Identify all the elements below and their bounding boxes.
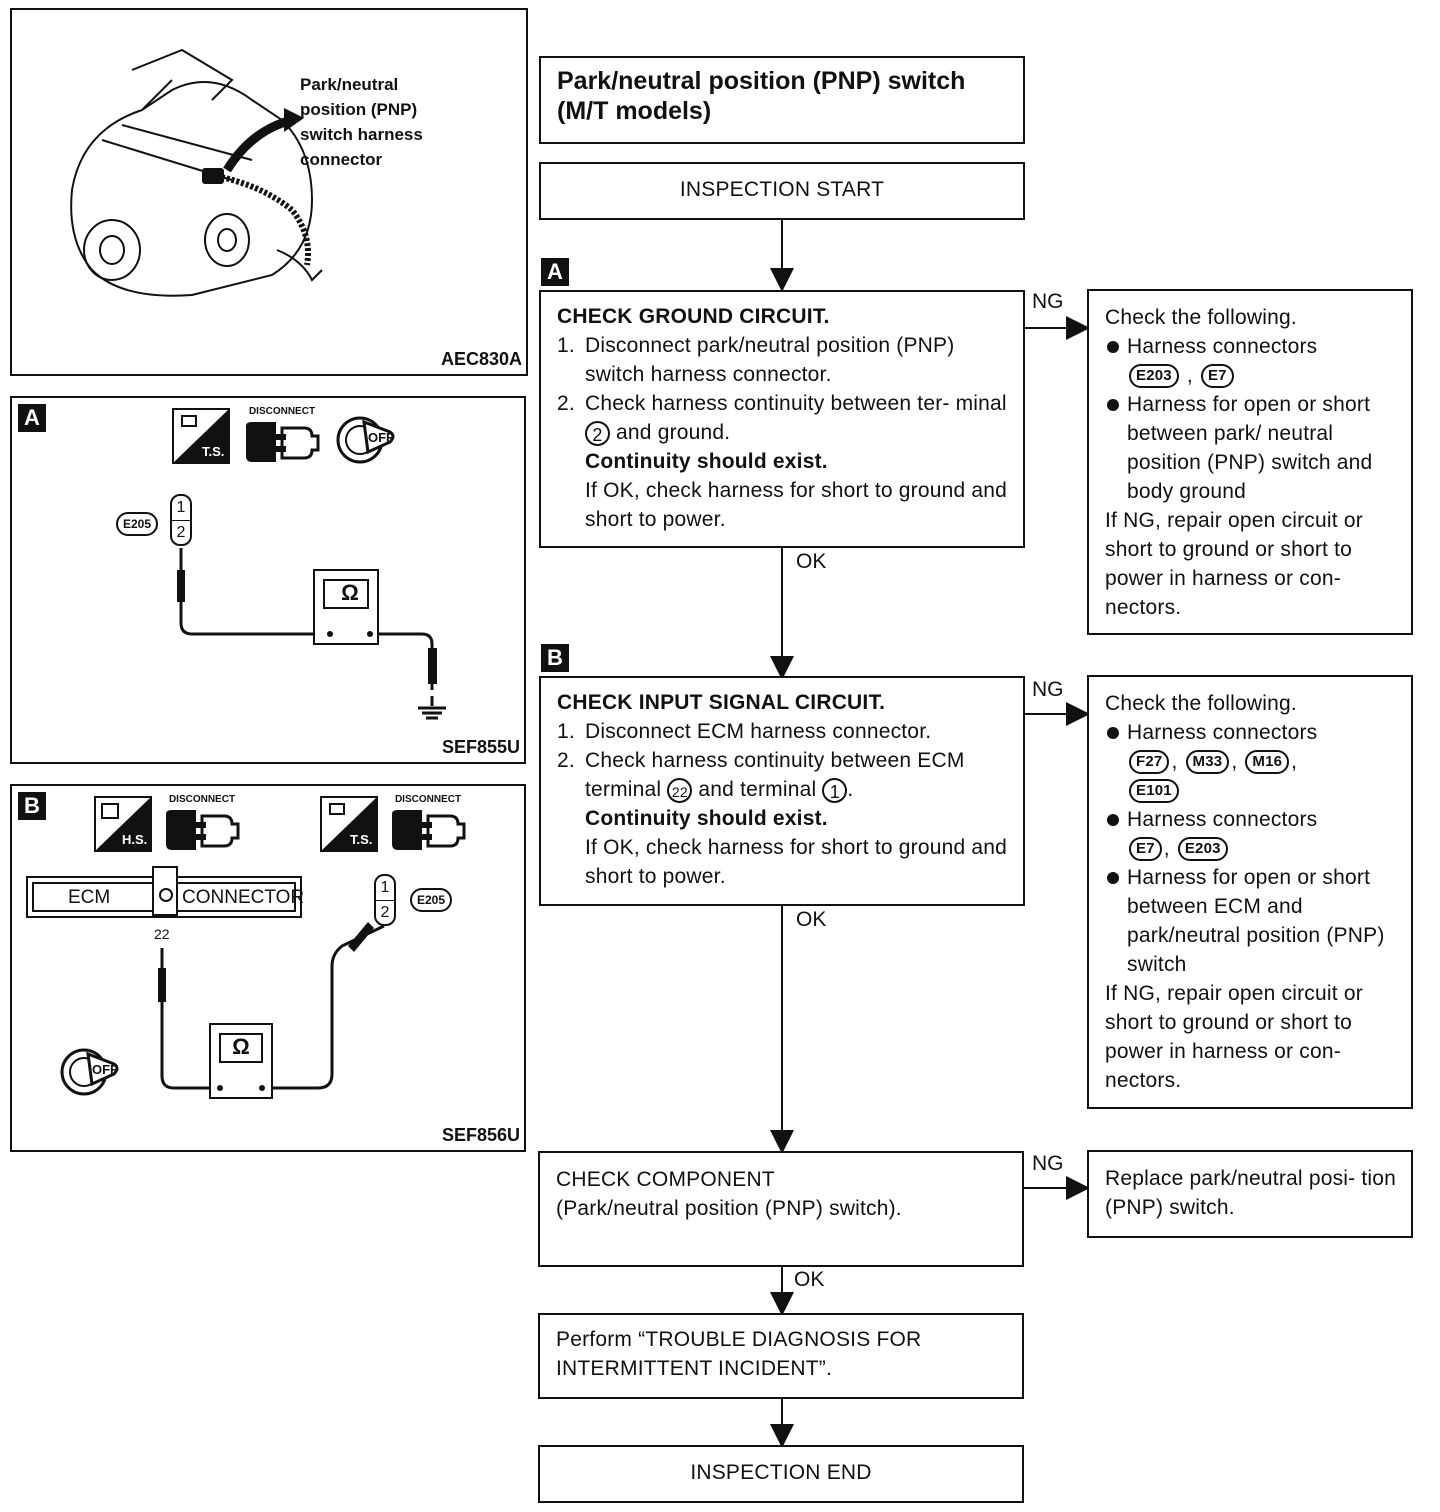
wiring-b: [158, 922, 385, 1099]
connector-e203: E203: [1177, 837, 1228, 862]
ignition-off-icon: OFF: [58, 1044, 124, 1100]
connector-tag-e205: E205: [116, 512, 159, 536]
inspection-start-box: INSPECTION START: [539, 162, 1025, 220]
connector-f27: F27: [1129, 750, 1170, 775]
ok-label-b: OK: [796, 908, 827, 931]
ng-label-a: NG: [1032, 290, 1064, 313]
hs-icon: H.S.: [94, 796, 152, 852]
ignition-off-icon: OFF: [334, 412, 400, 468]
ng-b-bullet-2: Harness connectors E7, E203: [1105, 805, 1401, 863]
pin-connector: 1 2: [374, 874, 396, 926]
step-b-heading: CHECK INPUT SIGNAL CIRCUIT.: [557, 691, 886, 714]
step-b-ok-note: If OK, check harness for short to ground…: [585, 836, 1008, 888]
step-b-item-1: 1.Disconnect ECM harness connector.: [557, 720, 932, 743]
figure-step-a: A T.S. DISCONNECT OFF E205 1 2: [10, 396, 526, 764]
terminal-22-marker: 22: [667, 777, 693, 803]
step-a-item-1: 1.Disconnect park/neutral position (PNP)…: [557, 334, 955, 386]
step-a-heading: CHECK GROUND CIRCUIT.: [557, 305, 830, 328]
ng-b-bullet-3: Harness for open or short between ECM an…: [1105, 863, 1401, 979]
figure-step-b: B H.S. DISCONNECT T.S. DISCONNECT: [10, 784, 526, 1152]
connector-e101: E101: [1129, 779, 1179, 804]
transmission-illustration: [70, 48, 323, 297]
terminal-1-marker: 1: [822, 777, 848, 803]
ng-a-bullet-1: Harness connectors E203 , E7: [1105, 332, 1401, 390]
ts-icon: T.S.: [320, 796, 378, 852]
terminal-2-marker: 2: [585, 420, 610, 446]
replace-switch-text: Replace park/neutral posi- tion (PNP) sw…: [1105, 1167, 1397, 1219]
wiring-a: [177, 548, 446, 720]
inspection-start-label: INSPECTION START: [679, 178, 885, 201]
ng-b-bullet-1: Harness connectors F27, M33, M16, E101: [1105, 718, 1401, 805]
disconnect-icon: DISCONNECT: [162, 794, 242, 854]
step-a-ng-box: Check the following. Harness connectors …: [1087, 289, 1413, 635]
step-b-item-2: 2.Check harness continuity between ECM t…: [557, 749, 965, 803]
ok-label-a: OK: [796, 550, 827, 573]
page-title: Park/neutral position (PNP) switch (M/T …: [557, 67, 966, 125]
figure-engine: Park/neutral position (PNP) switch harne…: [10, 8, 528, 376]
inspection-end-box: INSPECTION END: [538, 1445, 1024, 1503]
connector-e203: E203: [1129, 364, 1179, 389]
connector-e7: E7: [1129, 837, 1162, 862]
ng-a-bullet-2: Harness for open or short between park/ …: [1105, 390, 1401, 506]
figure-code: SEF855U: [441, 737, 520, 757]
connector-e7: E7: [1200, 364, 1234, 389]
connector-m33: M33: [1185, 750, 1230, 775]
ecm-connector: ECM CONNECTOR: [26, 866, 305, 918]
step-a-should: Continuity should exist.: [585, 450, 828, 473]
intermittent-text: Perform “TROUBLE DIAGNOSIS FOR INTERMITT…: [556, 1328, 922, 1380]
ecm-label: ECM: [68, 887, 111, 908]
ok-label-c: OK: [794, 1268, 825, 1291]
step-b-ng-box: Check the following. Harness connectors …: [1087, 675, 1413, 1109]
figure-badge-a: A: [18, 404, 46, 432]
check-component-line2: (Park/neutral position (PNP) switch).: [556, 1197, 902, 1220]
flow-title: Park/neutral position (PNP) switch (M/T …: [539, 56, 1025, 144]
ohmmeter-symbol: Ω: [341, 580, 359, 605]
ohmmeter-symbol: Ω: [232, 1034, 250, 1059]
ng-label-c: NG: [1032, 1152, 1064, 1175]
connector-callout: Park/neutral position (PNP) switch harne…: [300, 75, 423, 169]
step-a-box: CHECK GROUND CIRCUIT. 1.Disconnect park/…: [539, 290, 1025, 548]
ng-b-repair: If NG, repair open circuit or short to g…: [1105, 982, 1363, 1092]
pin-connector: 1 2: [170, 494, 192, 546]
ng-a-repair: If NG, repair open circuit or short to g…: [1105, 509, 1363, 619]
step-badge-b: B: [541, 644, 569, 672]
step-b-box: CHECK INPUT SIGNAL CIRCUIT. 1.Disconnect…: [539, 676, 1025, 906]
step-a-ok-note: If OK, check harness for short to ground…: [585, 479, 1008, 531]
disconnect-icon: DISCONNECT: [388, 794, 468, 854]
replace-switch-box: Replace park/neutral posi- tion (PNP) sw…: [1087, 1150, 1413, 1238]
ng-label-b: NG: [1032, 678, 1064, 701]
intermittent-box: Perform “TROUBLE DIAGNOSIS FOR INTERMITT…: [538, 1313, 1024, 1399]
figure-code: AEC830A: [440, 349, 522, 369]
check-component-line1: CHECK COMPONENT: [556, 1168, 775, 1191]
check-component-box: CHECK COMPONENT (Park/neutral position (…: [538, 1151, 1024, 1267]
step-b-should: Continuity should exist.: [585, 807, 828, 830]
step-a-item-2: 2.Check harness continuity between ter- …: [557, 392, 1007, 446]
connector-tag-e205: E205: [410, 888, 453, 912]
ng-a-intro: Check the following.: [1105, 306, 1297, 329]
inspection-end-label: INSPECTION END: [690, 1461, 872, 1484]
ng-b-intro: Check the following.: [1105, 692, 1297, 715]
connector-label: CONNECTOR: [182, 887, 305, 908]
figure-code: SEF856U: [441, 1125, 520, 1145]
figure-badge-b: B: [18, 792, 46, 820]
step-badge-a: A: [541, 258, 569, 286]
connector-m16: M16: [1245, 750, 1290, 775]
disconnect-icon: DISCONNECT: [242, 406, 322, 466]
ts-icon: T.S.: [172, 408, 230, 464]
terminal-22-label: 22: [154, 926, 170, 942]
